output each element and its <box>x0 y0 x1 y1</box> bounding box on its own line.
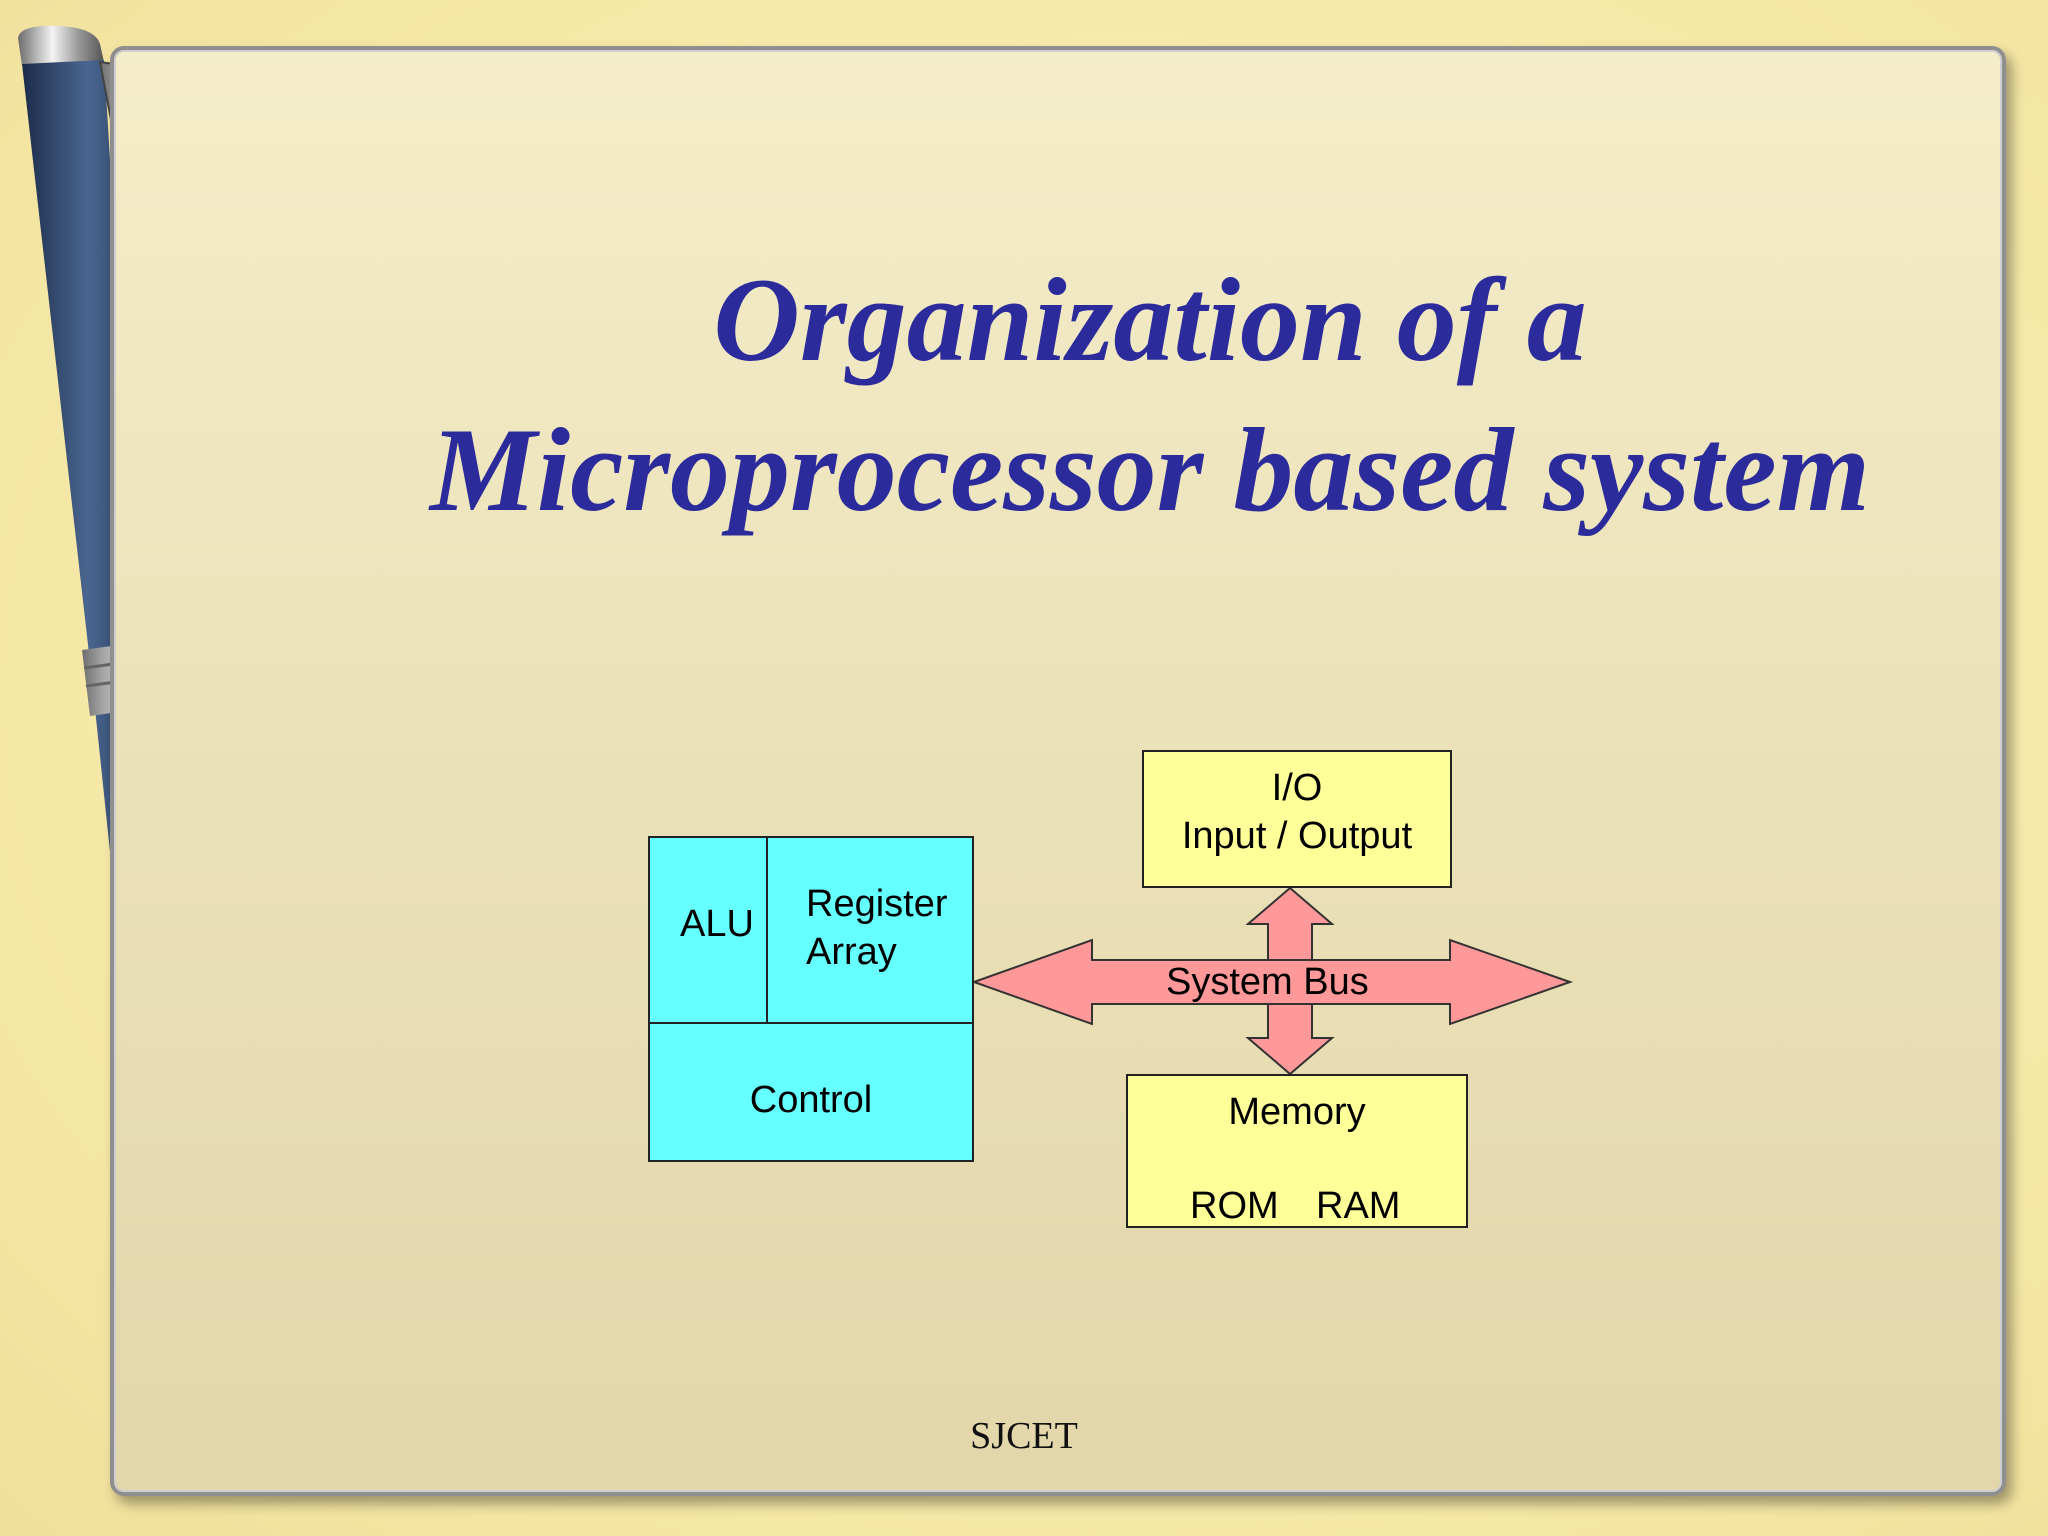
rom-label: ROM <box>1190 1185 1279 1227</box>
ram-label: RAM <box>1316 1185 1401 1227</box>
memory-box <box>1126 1074 1468 1228</box>
bus-horizontal-arrow <box>971 938 1574 1026</box>
register-label-line2: Array <box>806 931 897 973</box>
system-bus-label: System Bus <box>1166 961 1369 1003</box>
footer-text: SJCET <box>970 1415 1078 1457</box>
memory-label: Memory <box>1228 1091 1366 1133</box>
io-box <box>1142 750 1452 888</box>
control-label: Control <box>749 1079 873 1121</box>
slide-title-line1: Organization of a <box>713 253 1587 386</box>
slide-frame <box>110 46 2006 1496</box>
bus-up-arrow <box>1245 886 1335 961</box>
bus-down-arrow <box>1245 1003 1335 1076</box>
register-array-box <box>766 836 974 1024</box>
register-label-line1: Register <box>806 883 948 925</box>
slide-title-line2: Microprocessor based system <box>430 403 1870 536</box>
alu-box <box>648 836 768 1024</box>
io-label-line1: I/O <box>1271 767 1323 809</box>
io-label-line2: Input / Output <box>1181 815 1413 857</box>
control-box <box>648 1022 974 1162</box>
alu-label: ALU <box>680 903 754 945</box>
